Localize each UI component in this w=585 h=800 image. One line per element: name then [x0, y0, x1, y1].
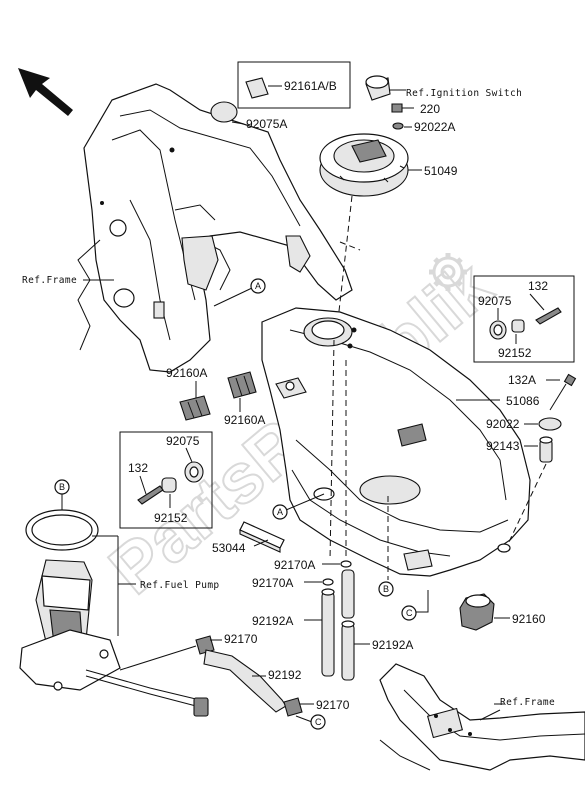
- part-box-right-92075: 92075: [478, 294, 512, 308]
- svg-text:B: B: [59, 482, 65, 492]
- hose-92192A-left: [321, 588, 335, 677]
- part-box-left-92075: 92075: [166, 434, 200, 448]
- part-51086: 51086: [506, 394, 540, 408]
- damper-92160: [459, 593, 495, 631]
- part-51049: 51049: [424, 164, 458, 178]
- part-92143: 92143: [486, 439, 520, 453]
- grommet-92075A: [210, 101, 238, 123]
- callout-c-bottom: [310, 714, 326, 730]
- sticker-92161: [245, 77, 269, 99]
- part-92075A: 92075A: [246, 117, 287, 131]
- part-92160A-left: 92160A: [166, 366, 207, 380]
- svg-text:A: A: [277, 507, 283, 517]
- part-92170A-top: 92170A: [274, 558, 315, 572]
- ref-fuel-pump: Ref.Fuel Pump: [140, 580, 220, 591]
- detail-box-left: [119, 431, 213, 529]
- cap-plug: [365, 75, 391, 101]
- pad-53044: [239, 521, 285, 553]
- watermark-gear-icon: [429, 253, 467, 291]
- damper-92160A-right: [227, 371, 257, 399]
- clamp-92170-top: [195, 635, 215, 655]
- frame-drawing: [77, 83, 361, 373]
- svg-text:C: C: [315, 717, 322, 727]
- fuel-pump-assembly: [19, 559, 209, 717]
- clamp-92170-bottom: [283, 697, 303, 717]
- part-92170A-bottom: 92170A: [252, 576, 293, 590]
- ref-frame-bottom: Ref.Frame: [500, 697, 555, 708]
- part-box-left-92152: 92152: [154, 511, 188, 525]
- part-92160A-right: 92160A: [224, 413, 265, 427]
- part-132A: 132A: [508, 373, 536, 387]
- part-92160: 92160: [512, 612, 546, 626]
- bolt-132A: [549, 373, 577, 411]
- part-92192A-right: 92192A: [372, 638, 413, 652]
- part-92161: 92161A/B: [284, 79, 337, 93]
- detail-box-right: [473, 275, 575, 363]
- part-box-right-132: 132: [528, 279, 548, 293]
- bolt-220: [391, 103, 414, 113]
- hose-92192A-right: [341, 569, 355, 681]
- part-box-left-132: 132: [128, 461, 148, 475]
- svg-text:B: B: [383, 584, 389, 594]
- fuel-tank-51086: [261, 307, 531, 577]
- part-92170-bottom: 92170: [316, 698, 350, 712]
- callout-a-top: [250, 278, 266, 294]
- part-53044: 53044: [212, 541, 246, 555]
- clamp-92170A-top: [340, 560, 352, 568]
- part-92022A: 92022A: [414, 120, 455, 134]
- part-220: 220: [420, 102, 440, 116]
- part-92170-top: 92170: [224, 632, 258, 646]
- fuel-cap-51049: [319, 133, 409, 197]
- part-92022: 92022: [486, 417, 520, 431]
- collar-92143: [539, 436, 553, 463]
- label-box-92161: [237, 61, 351, 109]
- frame-bottom-drawing: [379, 663, 585, 771]
- callout-a-bottom: [272, 504, 288, 520]
- part-92192A-left: 92192A: [252, 614, 293, 628]
- part-92192: 92192: [268, 668, 302, 682]
- washer-92022A: [392, 122, 404, 130]
- callout-c-top: [401, 605, 417, 621]
- svg-text:C: C: [406, 608, 413, 618]
- svg-text:A: A: [255, 281, 261, 291]
- ref-frame-left: Ref.Frame: [22, 275, 77, 286]
- callout-b-right: [378, 581, 394, 597]
- washer-92022: [538, 417, 562, 431]
- damper-92160A-left: [179, 395, 211, 421]
- part-box-right-92152: 92152: [498, 346, 532, 360]
- ref-ignition-switch: Ref.Ignition Switch: [406, 88, 522, 99]
- hose-92192: [203, 649, 287, 713]
- front-arrow-icon: [18, 68, 73, 116]
